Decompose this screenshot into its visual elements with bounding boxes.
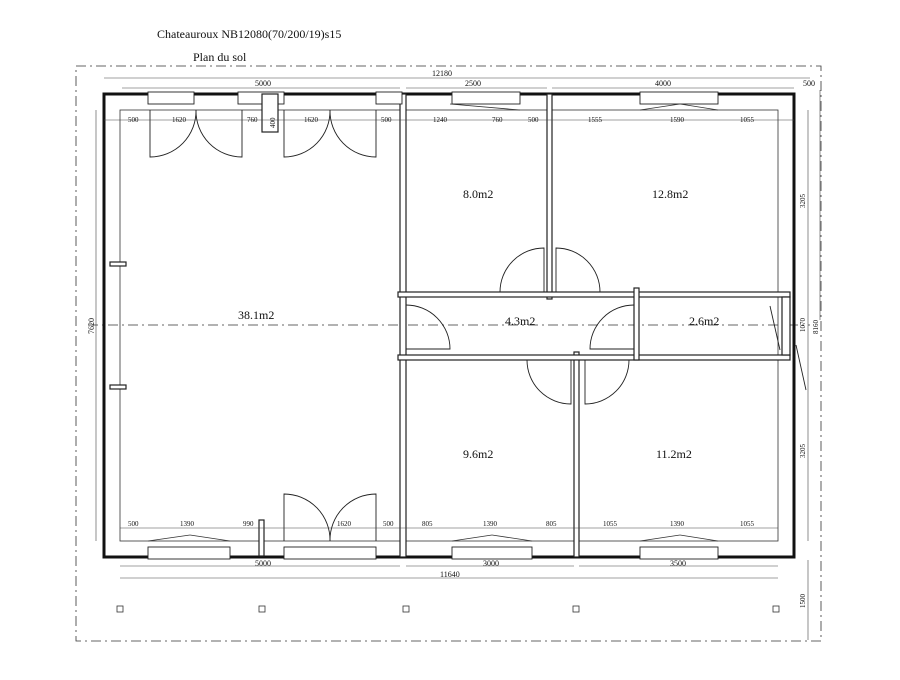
dim-right: 1070 bbox=[799, 318, 807, 333]
wall-main-divider bbox=[399, 93, 407, 558]
dim-top-inner: 1620 bbox=[172, 116, 187, 124]
dim-top-inner: 760 bbox=[492, 116, 503, 124]
plan-title: Chateauroux NB12080(70/200/19)s15 bbox=[157, 27, 341, 41]
dim-right: 1500 bbox=[799, 594, 807, 609]
room-area-small-right: 2.6m2 bbox=[689, 314, 719, 328]
dim-top-inner: 1590 bbox=[670, 116, 685, 124]
dim-top-section-4: 500 bbox=[803, 79, 815, 88]
dim-top-inner: 1240 bbox=[433, 116, 448, 124]
dim-top-inner: 500 bbox=[128, 116, 139, 124]
room-area-corridor: 4.3m2 bbox=[505, 314, 535, 328]
dim-left: 7620 bbox=[87, 318, 96, 334]
dim-bottom-inner: 1390 bbox=[180, 520, 195, 528]
dim-top-section-2: 2500 bbox=[465, 79, 481, 88]
dim-top-inner: 400 bbox=[269, 117, 277, 128]
dim-top-section-1: 5000 bbox=[255, 79, 271, 88]
dim-bottom-outer: 5000 bbox=[255, 559, 271, 568]
wall-bottom-divider bbox=[573, 351, 580, 558]
dim-bottom-total: 11640 bbox=[440, 570, 460, 579]
dim-bottom-outer: 3500 bbox=[670, 559, 686, 568]
dim-bottom-inner: 805 bbox=[546, 520, 557, 528]
dim-right: 3205 bbox=[799, 444, 807, 459]
dim-bottom-inner: 1390 bbox=[483, 520, 498, 528]
room-area-bottom-right: 11.2m2 bbox=[656, 447, 692, 461]
dim-top-inner: 1055 bbox=[740, 116, 755, 124]
room-area-bottom-mid: 9.6m2 bbox=[463, 447, 493, 461]
interior-doors bbox=[405, 247, 807, 405]
dim-top-total: 12180 bbox=[432, 69, 452, 78]
dim-bottom-inner: 500 bbox=[128, 520, 139, 528]
dim-bottom-inner: 1390 bbox=[670, 520, 685, 528]
plan-subtitle: Plan du sol bbox=[193, 50, 247, 64]
dim-top-inner: 1620 bbox=[304, 116, 319, 124]
wall-corridor-bottom bbox=[397, 354, 791, 361]
outer-wall bbox=[102, 92, 796, 559]
room-area-top-mid: 8.0m2 bbox=[463, 187, 493, 201]
wall-right-opening bbox=[781, 296, 791, 356]
dim-bottom-inner: 805 bbox=[422, 520, 433, 528]
dim-bottom-inner: 990 bbox=[243, 520, 254, 528]
dim-bottom-inner: 1055 bbox=[740, 520, 755, 528]
wall-marker bbox=[109, 261, 127, 267]
dim-bottom-inner: 1055 bbox=[603, 520, 618, 528]
dim-top-inner: 500 bbox=[528, 116, 539, 124]
dim-bottom-inner: 500 bbox=[383, 520, 394, 528]
dim-bottom-outer: 3000 bbox=[483, 559, 499, 568]
wall-small-room bbox=[633, 287, 640, 361]
dim-top-inner: 1555 bbox=[588, 116, 603, 124]
room-area-top-right: 12.8m2 bbox=[652, 187, 688, 201]
top-openings bbox=[147, 91, 719, 158]
room-area-living: 38.1m2 bbox=[238, 308, 274, 322]
wall-top-divider bbox=[546, 93, 553, 300]
wall-corridor-top bbox=[397, 291, 791, 298]
inner-wall-line bbox=[119, 109, 779, 542]
dimension-lines bbox=[95, 77, 821, 640]
dim-top-inner: 760 bbox=[247, 116, 258, 124]
foundation-piers bbox=[116, 605, 780, 613]
wall-marker bbox=[109, 384, 127, 390]
dim-top-section-3: 4000 bbox=[655, 79, 671, 88]
bottom-openings bbox=[147, 493, 719, 560]
dim-right: 8160 bbox=[812, 320, 820, 335]
dim-bottom-inner: 1620 bbox=[337, 520, 352, 528]
dim-right: 3205 bbox=[799, 194, 807, 209]
dim-top-inner: 500 bbox=[381, 116, 392, 124]
